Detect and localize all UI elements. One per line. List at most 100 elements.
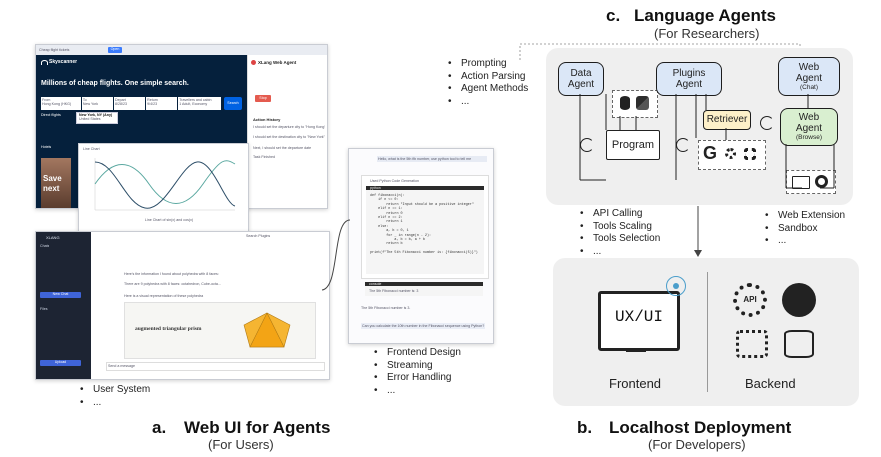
bullet-item: Action Parsing	[448, 71, 528, 84]
code-language: python	[366, 186, 484, 191]
tools-list: API Calling Tools Scaling Tools Selectio…	[580, 208, 660, 258]
code-block: python def fibonacci(n): if n <= 0: retu…	[366, 186, 484, 274]
ux-monitor-icon: UX/UI	[598, 291, 680, 351]
plugins-agent-label: Plugins Agent	[672, 68, 706, 90]
action-history-title: Action History	[253, 117, 281, 122]
field-to[interactable]: To New York	[81, 97, 113, 110]
suggestion-chip[interactable]: Can you calculate the 10th number in the…	[361, 323, 485, 330]
stop-button-label: Stop	[259, 96, 267, 100]
sidebar-chats[interactable]: Chats	[40, 244, 50, 248]
skyscanner-brand: Skyscanner	[49, 59, 78, 65]
sin-line	[94, 160, 236, 204]
openai-icon	[744, 148, 756, 160]
dark-sidebar: XLANG Chats New Chat Files Upload	[36, 232, 91, 379]
upload-label: Upload	[54, 360, 67, 364]
polyhedron-label: augmented triangular prism	[135, 326, 202, 332]
dropdown-option[interactable]: New York, NY (Any)	[79, 113, 113, 117]
new-chat-button[interactable]: New Chat	[40, 292, 81, 298]
web-agent-browse-box: Web Agent (Browse)	[780, 108, 838, 146]
bullet-item: Sandbox	[765, 223, 845, 236]
open-button-label: Open	[110, 47, 120, 51]
web-agent-browse-label: Web Agent	[795, 112, 823, 134]
upload-button[interactable]: Upload	[40, 360, 81, 366]
new-chat-label: New Chat	[52, 292, 69, 296]
agents-arrows	[579, 94, 835, 189]
destination-dropdown: New York, NY (Any) United States	[76, 112, 118, 124]
answer-line: Here's the information I found about pol…	[124, 272, 219, 276]
agent-methods-list: Prompting Action Parsing Agent Methods .…	[448, 58, 528, 108]
hotels-tab[interactable]: Hotels	[41, 145, 52, 149]
answer-line: There are 9 polyhedra with 8 faces: octa…	[124, 282, 221, 286]
python-code: def fibonacci(n): if n <= 0: return "Inp…	[370, 194, 478, 256]
react-core-icon	[673, 283, 679, 289]
xlang-web-agent-panel: XLang Web Agent Stop Action History I sh…	[247, 55, 327, 208]
deploy-arrow	[694, 206, 702, 257]
monitor-stand-icon	[626, 348, 646, 352]
chrome-icon	[815, 175, 828, 188]
browser-tab[interactable]: Cheap flight tickets	[39, 48, 70, 52]
search-button-label: Search	[227, 101, 239, 105]
message-input[interactable]: Send a message	[106, 362, 325, 371]
database-cluster-icon	[784, 330, 814, 358]
bullet-item: ...	[80, 397, 150, 410]
output-block: console The 5th Fibonacci number is: 3	[365, 282, 483, 296]
plugins-tools-box: G	[698, 140, 766, 170]
field-travellers[interactable]: Travellers and cabin 1 Adult, Economy	[178, 97, 221, 110]
bullet-item: Agent Methods	[448, 83, 528, 96]
field-return[interactable]: Return 9/4/23	[146, 97, 178, 110]
chart-caption: Line Chart of sin(x) and cos(x)	[144, 218, 194, 222]
bullet-item: ...	[374, 385, 461, 398]
direct-flights-checkbox[interactable]: Direct flights	[41, 113, 61, 117]
bullet-item: Error Handling	[374, 372, 461, 385]
user-message: Hello, what is the 5th fib number, use p…	[377, 156, 487, 163]
promo-image: Save next	[41, 158, 71, 208]
tool-label: Used Python Code Generation	[370, 179, 419, 183]
code-chat-screenshot: Hello, what is the 5th fib number, use p…	[348, 148, 494, 344]
python-icon	[636, 96, 649, 110]
history-item: Task Finished	[253, 155, 275, 159]
bullet-item: ...	[765, 235, 845, 248]
skyscanner-logo-icon	[41, 60, 48, 65]
browser-tabbar: Cheap flight tickets Open	[36, 45, 327, 55]
field-depart[interactable]: Depart 8/28/23	[113, 97, 146, 110]
field-from[interactable]: From Hong Kong (HKG)	[41, 97, 81, 110]
section-c-title: Language Agents	[634, 6, 776, 25]
xlang-panel-title: XLang Web Agent	[258, 60, 297, 65]
python-tool-box	[612, 90, 658, 118]
web-agent-chat-box: Web Agent (Chat)	[778, 57, 840, 96]
cos-line	[94, 161, 236, 209]
open-button[interactable]: Open	[108, 47, 122, 53]
ux-label: UX/UI	[614, 308, 663, 326]
bullet-item: Tools Scaling	[580, 221, 660, 234]
bullet-item: Prompting	[448, 58, 528, 71]
section-b-subtitle: (For Developers)	[648, 437, 746, 452]
section-c-letter: c.	[606, 6, 621, 25]
output-text: The 5th Fibonacci number is: 3	[369, 289, 419, 293]
polyhedron-image	[243, 312, 291, 348]
network-icon	[736, 330, 768, 358]
bullet-item: Web Extension	[765, 210, 845, 223]
stop-button[interactable]: Stop	[255, 95, 271, 102]
bullet-item: Tools Selection	[580, 233, 660, 246]
bullet-item: Frontend Design	[374, 347, 461, 360]
data-agent-label: Data Agent	[567, 68, 595, 90]
api-gear-icon: API	[733, 283, 767, 317]
sidebar-files[interactable]: Files	[40, 307, 48, 311]
promo-save-text: Save	[43, 174, 62, 183]
program-label: Program	[611, 139, 655, 151]
bullet-item: ...	[448, 96, 528, 109]
data-agent-box: Data Agent	[558, 62, 604, 96]
program-box: Program	[606, 130, 660, 160]
section-a-letter: a.	[152, 418, 167, 437]
web-agent-chat-sub: (Chat)	[799, 84, 819, 91]
promo-next-text: next	[43, 184, 60, 193]
web-list: Web Extension Sandbox ...	[765, 210, 845, 248]
api-label: API	[743, 295, 757, 304]
section-a-subtitle: (For Users)	[208, 437, 274, 452]
search-fields: From Hong Kong (HKG) To New York Depart …	[41, 97, 221, 110]
section-b-letter: b.	[577, 418, 593, 437]
retriever-label: Retriever	[706, 114, 748, 125]
line-chart-window: Line Chart Line Chart of sin(x) and cos(…	[78, 143, 249, 233]
search-button[interactable]: Search	[224, 97, 242, 110]
google-icon: G	[703, 143, 718, 163]
